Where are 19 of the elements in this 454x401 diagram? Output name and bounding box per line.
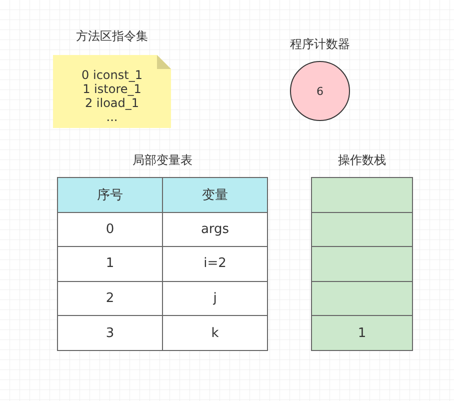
counter-heading: 程序计数器 <box>289 36 351 53</box>
instruction-text: 0 iconst_1 <box>80 68 144 82</box>
table-cell: args <box>162 212 268 248</box>
table-cell: k <box>162 315 268 351</box>
table-heading: 操作数栈 <box>337 152 387 169</box>
table-cell: 变量 <box>162 177 268 213</box>
stack-cell: 1 <box>311 315 413 351</box>
table-heading: 局部变量表 <box>132 152 194 169</box>
table-cell: 3 <box>57 315 163 351</box>
instruction-text: 1 istore_1 <box>82 82 142 96</box>
table-cell: 2 <box>57 280 163 316</box>
instruction-text: ... <box>105 110 119 124</box>
table-cell: j <box>162 280 268 316</box>
table-cell: 1 <box>57 246 163 282</box>
note-heading: 方法区指令集 <box>75 28 149 45</box>
table-cell: 序号 <box>57 177 163 213</box>
table-cell: 0 <box>57 212 163 248</box>
table-cell: i=2 <box>162 246 268 282</box>
instruction-text: 2 iload_1 <box>84 96 140 110</box>
